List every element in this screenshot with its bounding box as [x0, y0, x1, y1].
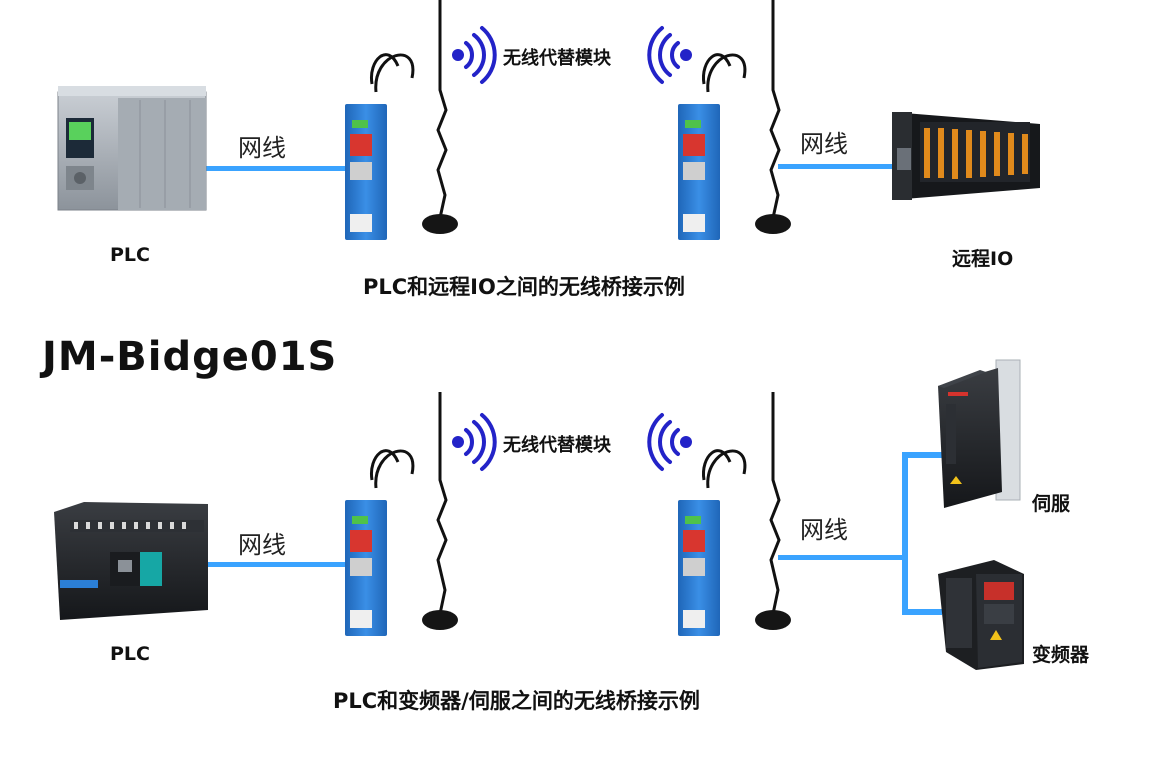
wifi-wave-icon-top-left	[452, 26, 497, 84]
cable-label-bottom-right: 网线	[800, 516, 848, 544]
cable-top-left	[205, 166, 345, 171]
cable-label-top-left: 网线	[238, 134, 286, 162]
bridge-module-top-right	[678, 0, 791, 240]
remote-io-image	[892, 112, 1040, 200]
cable-bottom-left	[205, 562, 345, 567]
servo-image	[938, 359, 1021, 508]
cable-bottom-right	[778, 555, 904, 560]
device-label-plc-top: PLC	[110, 244, 150, 266]
cable-label-top-right: 网线	[800, 130, 848, 158]
inverter-image	[938, 560, 1024, 670]
wifi-wave-icon-top-right	[647, 26, 692, 84]
bridge-module-top-left	[345, 0, 458, 240]
product-title: JM-Bidge01S	[42, 334, 338, 380]
wifi-wave-icon-bottom-left	[452, 413, 497, 471]
device-label-servo: 伺服	[1032, 493, 1071, 515]
plc-top-image	[57, 86, 207, 211]
cable-bottom-split-vertical	[902, 452, 908, 615]
wireless-label-top: 无线代替模块	[503, 48, 611, 69]
plc-bottom-image	[54, 502, 208, 620]
device-label-remote-io: 远程IO	[952, 248, 1014, 270]
bridge-module-bottom-right	[678, 392, 791, 636]
device-label-plc-bottom: PLC	[110, 643, 150, 665]
caption-bottom: PLC和变频器/伺服之间的无线桥接示例	[333, 689, 700, 713]
cable-label-bottom-left: 网线	[238, 531, 286, 559]
cable-bottom-to-inverter	[902, 609, 942, 615]
cable-top-right	[778, 164, 896, 169]
caption-top: PLC和远程IO之间的无线桥接示例	[363, 275, 685, 299]
device-label-inverter: 变频器	[1032, 644, 1090, 666]
wifi-wave-icon-bottom-right	[647, 413, 692, 471]
wireless-label-bottom: 无线代替模块	[503, 435, 611, 456]
bridge-module-bottom-left	[345, 392, 458, 636]
cable-bottom-to-servo	[902, 452, 942, 458]
